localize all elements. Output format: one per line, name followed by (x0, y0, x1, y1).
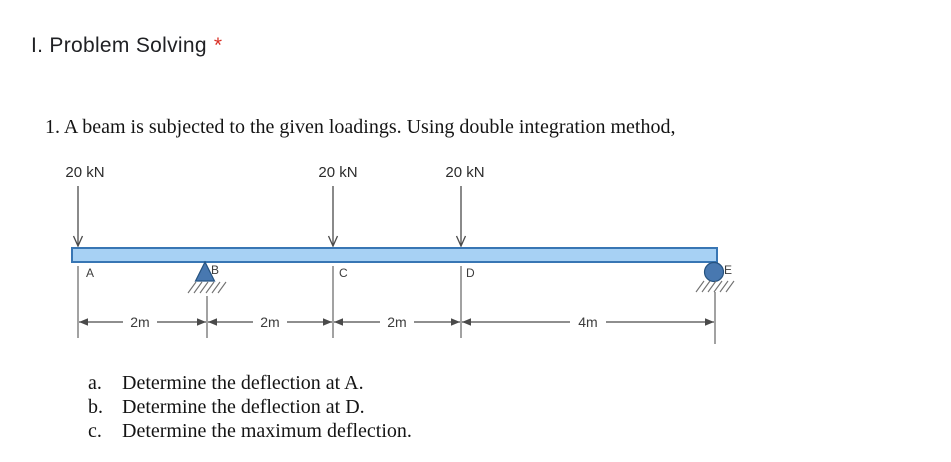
dim-arrow-icon (208, 318, 217, 326)
point-label-b: B (211, 263, 219, 277)
dimension-label-3: 2m (387, 314, 406, 330)
arrow-head-icon (327, 235, 339, 248)
dim-arrow-icon (197, 318, 206, 326)
dimension-line (79, 318, 714, 326)
dim-arrow-icon (79, 318, 88, 326)
ground-hatching (187, 281, 227, 294)
roller-support-icon (695, 261, 735, 293)
dim-arrow-icon (334, 318, 343, 326)
load-arrow-a: 20 kN (65, 164, 105, 248)
question-letter: b. (88, 396, 103, 418)
dimension-label-4: 4m (578, 314, 597, 330)
section-title: I. Problem Solving * (31, 34, 222, 58)
dim-arrow-icon (705, 318, 714, 326)
point-label-c: C (339, 266, 348, 280)
load-arrow-d: 20 kN (445, 164, 485, 248)
load-label: 20 kN (65, 164, 104, 181)
arrow-head-icon (455, 235, 467, 248)
arrow-head-icon (72, 235, 84, 248)
question-item: b. Determine the deflection at D. (88, 395, 412, 419)
section-title-text: I. Problem Solving (31, 34, 207, 57)
load-label: 20 kN (318, 164, 357, 181)
ground-hatching (695, 280, 735, 293)
point-label-d: D (466, 266, 475, 280)
dim-arrow-icon (451, 318, 460, 326)
question-item: c. Determine the maximum deflection. (88, 419, 412, 443)
question-letter: c. (88, 420, 102, 442)
required-asterisk: * (213, 34, 223, 57)
question-text: Determine the deflection at A. (122, 372, 364, 394)
beam (71, 247, 718, 263)
question-item: a. Determine the deflection at A. (88, 371, 412, 395)
questions-list: a. Determine the deflection at A. b. Det… (88, 371, 412, 443)
problem-statement: 1. A beam is subjected to the given load… (45, 116, 676, 138)
point-label-e: E (724, 263, 732, 277)
dim-arrow-icon (323, 318, 332, 326)
question-text: Determine the maximum deflection. (122, 420, 412, 442)
question-text: Determine the deflection at D. (122, 396, 365, 418)
question-letter: a. (88, 372, 102, 394)
dim-arrow-icon (462, 318, 471, 326)
load-label: 20 kN (445, 164, 484, 181)
point-label-a: A (86, 266, 94, 280)
dimension-label-2: 2m (260, 314, 279, 330)
load-arrow-c: 20 kN (318, 164, 358, 248)
dimension-label-1: 2m (130, 314, 149, 330)
pin-support-icon (187, 260, 227, 294)
beam-diagram: 20 kN 20 kN 20 kN (65, 164, 735, 344)
